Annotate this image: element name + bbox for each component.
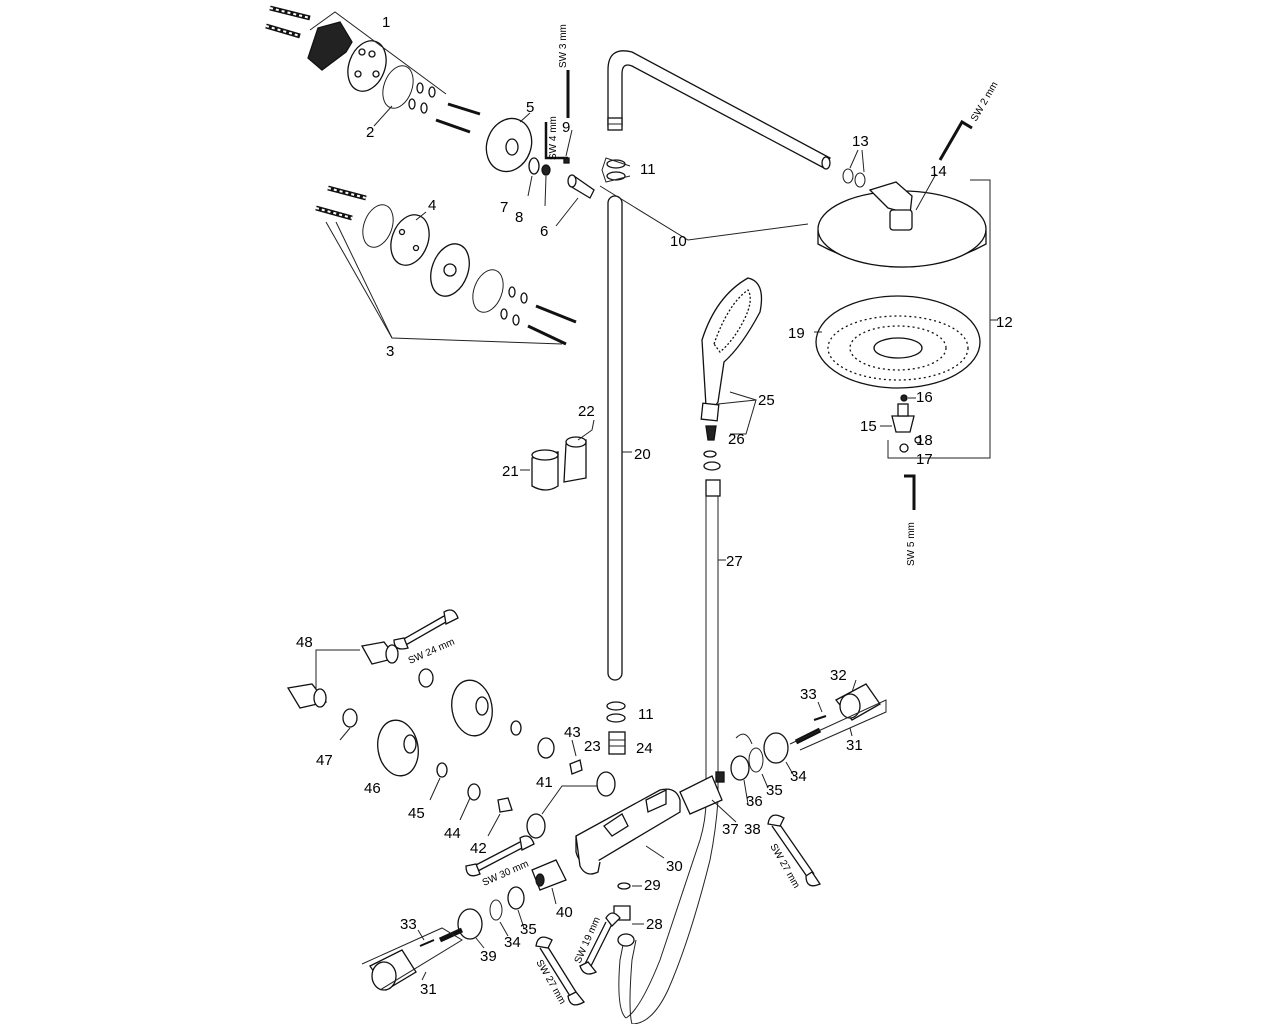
label-sw4: SW 4 mm [548, 116, 559, 160]
callout-33-left: 33 [400, 916, 417, 933]
callout-45: 45 [408, 805, 425, 822]
mounting-plate-upper [347, 40, 387, 92]
callout-48: 48 [296, 634, 313, 651]
callout-35-left: 35 [520, 921, 537, 938]
callout-31-left: 31 [420, 981, 437, 998]
callout-20: 20 [634, 446, 651, 463]
label-sw5: SW 5 mm [906, 522, 917, 566]
callout-7: 7 [500, 199, 508, 216]
callout-43: 43 [564, 724, 581, 741]
callout-21: 21 [502, 463, 519, 480]
callout-1: 1 [382, 14, 390, 31]
callout-5: 5 [526, 99, 534, 116]
overhead-shower: SW 2 mm SW 5 mm [814, 80, 1001, 566]
shower-hose-27 [618, 450, 726, 1025]
shower-rail [599, 50, 831, 755]
callout-27: 27 [726, 553, 743, 570]
hex-key-sw4: SW 4 mm [544, 116, 568, 160]
wall-anchors-upper [265, 5, 311, 39]
cover-cap-46 [377, 719, 419, 777]
wrench-sw27-left: SW 27 mm [533, 936, 585, 1006]
hand-shower [700, 277, 763, 441]
callout-32: 32 [830, 667, 847, 684]
thermostat-body-30 [575, 771, 737, 875]
callout-9: 9 [562, 119, 570, 136]
wall-gasket [307, 21, 353, 71]
callout-23: 23 [584, 738, 601, 755]
callout-26: 26 [728, 431, 745, 448]
label-sw2: SW 2 mm [969, 80, 1000, 124]
callout-34-left: 34 [504, 934, 521, 951]
callout-25: 25 [758, 392, 775, 409]
callout-41: 41 [536, 774, 553, 791]
hex-key-sw3: SW 3 mm [552, 18, 570, 118]
left-connection-parts [286, 641, 644, 991]
wrench-sw19: SW 19 mm [573, 912, 621, 975]
callout-6: 6 [540, 223, 548, 240]
callout-19: 19 [788, 325, 805, 342]
callout-3: 3 [386, 343, 394, 360]
riser-pipe-20 [607, 195, 623, 681]
callout-12: 12 [996, 314, 1013, 331]
callout-36: 36 [746, 793, 763, 810]
callout-38: 38 [744, 821, 761, 838]
callout-39: 39 [480, 948, 497, 965]
callout-30: 30 [666, 858, 683, 875]
callout-10: 10 [670, 233, 687, 250]
callout-29: 29 [644, 877, 661, 894]
cover-cap-upper [451, 679, 493, 737]
overhead-arm-10 [607, 50, 831, 169]
wall-bracket-upper [265, 5, 595, 227]
callout-42: 42 [470, 840, 487, 857]
label-sw3: SW 3 mm [558, 24, 569, 68]
callout-11-top: 11 [640, 161, 656, 178]
wrench-sw27-right: SW 27 mm [767, 814, 821, 890]
callout-15: 15 [860, 418, 877, 435]
right-handle-parts [730, 679, 887, 805]
label-sw30: SW 30 mm [481, 859, 531, 889]
cover-4 [390, 214, 430, 266]
callout-14: 14 [930, 163, 947, 180]
callout-11-bottom: 11 [638, 706, 654, 723]
callout-28: 28 [646, 916, 663, 933]
callout-4: 4 [428, 197, 436, 214]
callout-16: 16 [916, 389, 933, 406]
callout-35-right: 35 [766, 782, 783, 799]
wall-bracket-lower [315, 185, 577, 346]
callout-labels: 1 2 3 4 5 6 7 8 9 10 11 11 12 13 14 15 1… [296, 14, 1013, 998]
callout-2: 2 [366, 124, 374, 141]
callout-17: 17 [916, 451, 933, 468]
callout-44: 44 [444, 825, 461, 842]
callout-8: 8 [515, 209, 523, 226]
callout-13: 13 [852, 133, 869, 150]
callout-24: 24 [636, 740, 653, 757]
wrench-sw24: SW 24 mm [393, 609, 459, 667]
callout-31-right: 31 [846, 737, 863, 754]
callout-18: 18 [916, 432, 933, 449]
callout-33-right: 33 [800, 686, 817, 703]
callout-40: 40 [556, 904, 573, 921]
callout-46: 46 [364, 780, 381, 797]
label-sw24: SW 24 mm [407, 637, 457, 667]
hand-shower-head [701, 277, 763, 409]
callout-47: 47 [316, 752, 333, 769]
callout-34-right: 34 [790, 768, 807, 785]
callout-22: 22 [578, 403, 595, 420]
slider-holder [520, 419, 595, 491]
callout-37: 37 [722, 821, 739, 838]
